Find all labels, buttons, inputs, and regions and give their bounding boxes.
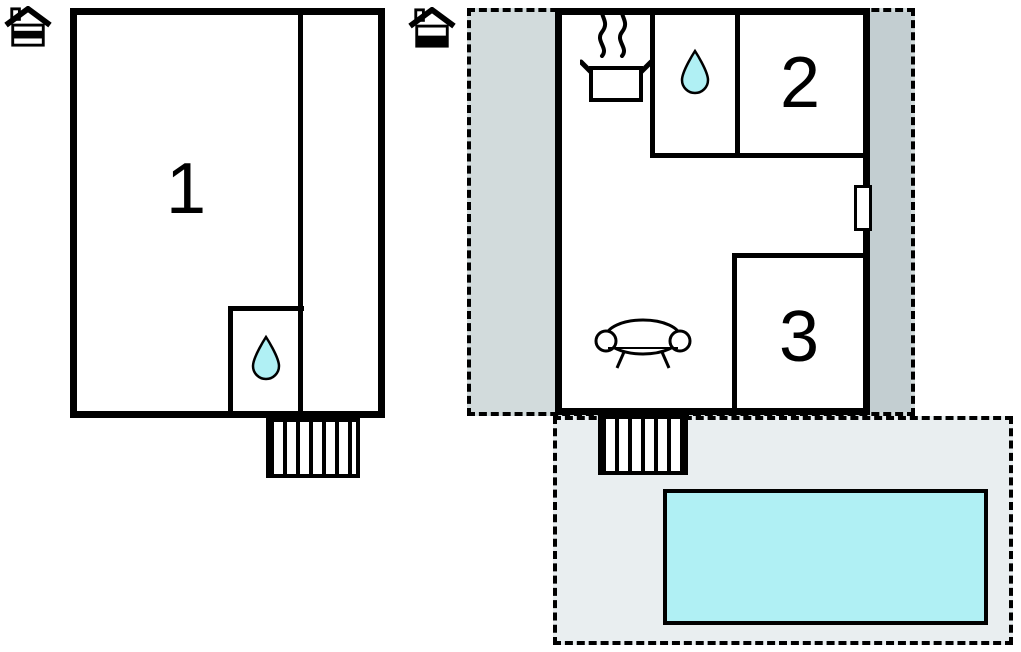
left-bathroom-left-wall (228, 306, 233, 418)
stairs-icon (266, 418, 360, 478)
steam-icon (598, 10, 628, 58)
water-drop-icon (251, 334, 281, 381)
room-3-top-wall (732, 253, 870, 258)
right-bathroom-left-wall (650, 8, 655, 158)
house-upper-floor-icon (4, 6, 52, 47)
room-3-left-wall (732, 253, 737, 415)
terrace-side-band (866, 12, 911, 412)
left-building-outline (70, 8, 385, 418)
left-bathroom-top-wall (228, 306, 304, 311)
room-3-label: 3 (778, 297, 820, 377)
swimming-pool (663, 489, 988, 625)
room-1-label: 1 (165, 149, 207, 229)
cooking-pot-icon (580, 59, 652, 102)
door-opening (854, 185, 872, 231)
stairs-icon (598, 415, 688, 475)
sofa-icon (594, 318, 692, 369)
house-ground-floor-icon (408, 7, 456, 48)
right-bathroom-right-wall (735, 8, 740, 158)
room-2-label: 2 (779, 43, 821, 123)
water-drop-icon (680, 48, 710, 95)
left-building-corridor-wall (298, 8, 303, 418)
rooms-2-bathroom-bottom-wall (650, 153, 870, 158)
